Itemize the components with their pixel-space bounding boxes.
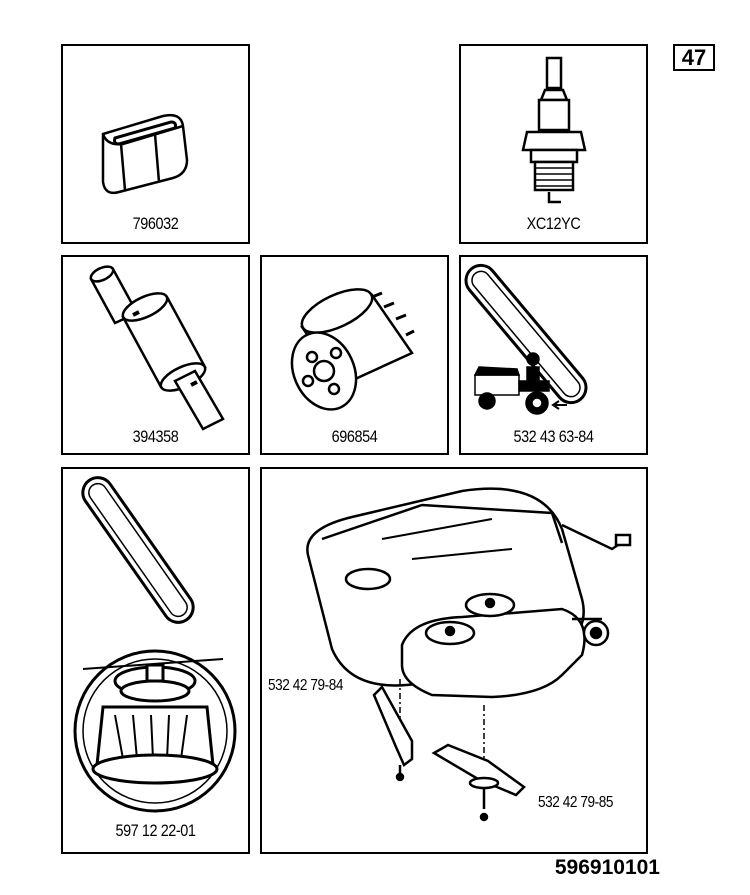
part-panel-oil-filter: 696854: [260, 255, 449, 455]
part-number-label: XC12YC: [526, 214, 581, 233]
fuel-filter-icon: [89, 265, 225, 431]
blade-callout-right: 532 42 79-85: [538, 794, 614, 811]
part-panel-fuel-filter: 394358: [61, 255, 250, 455]
part-number-label: 696854: [331, 427, 378, 446]
part-panel-mower-deck-blades: 532 42 79-84 532 42 79-85: [260, 467, 648, 854]
page-number: 47: [673, 44, 715, 71]
blade-callout-left: 532 42 79-84: [268, 677, 344, 694]
part-panel-air-filter: 796032: [61, 44, 250, 244]
part-panel-drive-belt: 532 43 63-84: [459, 255, 648, 455]
air-filter-icon: [101, 113, 189, 195]
document-number: 596910101: [554, 856, 660, 879]
part-number-label: 597 12 22-01: [115, 821, 196, 840]
spark-plug-icon: [521, 56, 587, 204]
deck-belt-pulley-icon: [73, 476, 237, 813]
mower-deck-icon: [306, 487, 632, 822]
oil-filter-icon: [290, 288, 415, 411]
part-panel-deck-belt-pulley: 597 12 22-01: [61, 467, 250, 854]
part-number-label: 796032: [132, 214, 179, 233]
part-number-label: 394358: [132, 427, 179, 446]
part-number-label: 532 43 63-84: [513, 427, 594, 446]
drive-belt-icon: [464, 263, 588, 415]
part-panel-spark-plug: XC12YC: [459, 44, 648, 244]
